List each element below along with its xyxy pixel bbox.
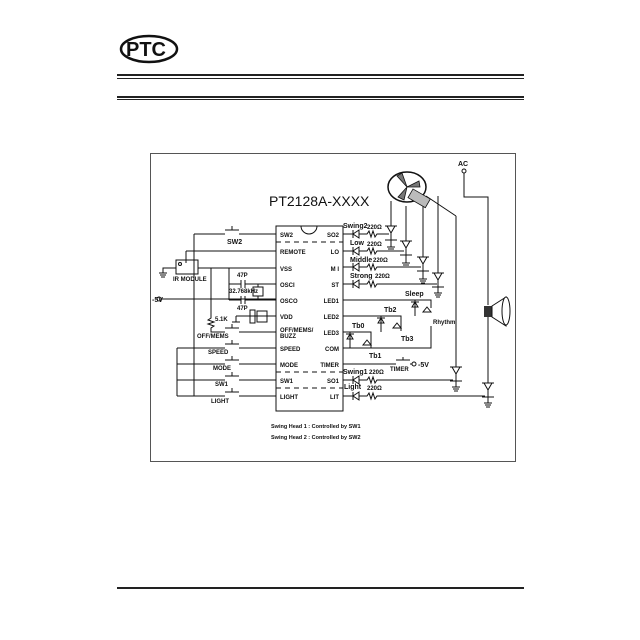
- label-rhythm: Rhythm: [433, 320, 455, 326]
- label-light-out: Light: [344, 384, 362, 391]
- header-rule: [117, 78, 524, 79]
- label-timer-neg5v: -5V: [418, 362, 429, 369]
- pin-buzz: BUZZ: [280, 334, 296, 340]
- pin-light: LIGHT: [280, 395, 298, 401]
- pin-osco: OSCO: [280, 299, 298, 305]
- pin-mode: MODE: [280, 363, 298, 369]
- ptc-logo: PTC: [118, 33, 180, 70]
- chip-title: PT2128A-XXXX: [269, 193, 370, 209]
- label-tb0: Tb0: [352, 323, 365, 330]
- label-resistor: 5.1K: [215, 317, 228, 323]
- label-timer: TIMER: [390, 367, 409, 373]
- circuit-diagram: PT2128A-XXXX SW2 REMOTE VSS OSCI OSCO VD…: [150, 153, 516, 462]
- right-wiring: [343, 173, 494, 408]
- label-cap2: 47P: [237, 306, 248, 312]
- left-wiring: [159, 226, 276, 397]
- label-ir-module: IR MODULE: [173, 277, 207, 283]
- label-crystal: 32.768kHz: [229, 289, 258, 295]
- pin-led2: LED2: [324, 315, 340, 321]
- pin-lit: LIT: [330, 395, 339, 401]
- pin-remote: REMOTE: [280, 250, 306, 256]
- pin-vss: VSS: [280, 267, 292, 273]
- label-r220: 220Ω: [367, 225, 382, 231]
- label-r220: 220Ω: [373, 258, 388, 264]
- label-r220: 220Ω: [367, 242, 382, 248]
- ic-chip: [275, 225, 344, 412]
- label-r220: 220Ω: [367, 386, 382, 392]
- label-ac: AC: [458, 161, 468, 168]
- fan-motor-icon: [387, 171, 431, 209]
- pin-sw2: SW2: [280, 233, 294, 239]
- pin-timer: TIMER: [320, 363, 339, 369]
- pin-led3: LED3: [324, 331, 340, 337]
- pin-so2: SO2: [327, 233, 340, 239]
- label-middle: Middle: [350, 257, 372, 264]
- note-swing-head-2: Swing Head 2 : Controlled by SW2: [271, 435, 361, 441]
- ir-module-led: [178, 262, 182, 266]
- label-cap1: 47P: [237, 273, 248, 279]
- header-rule: [117, 96, 524, 98]
- footer-rule: [117, 587, 524, 589]
- ac-terminal: [461, 168, 467, 174]
- pin-so1: SO1: [327, 379, 340, 385]
- header-rule: [117, 99, 524, 100]
- note-swing-head-1: Swing Head 1 : Controlled by SW1: [271, 424, 361, 430]
- pin-osci: OSCI: [280, 283, 295, 289]
- label-off-mems: OFF/MEMS: [197, 334, 229, 340]
- pin-off-mems: OFF/MEMS/: [280, 328, 314, 334]
- label-speed: SPEED: [208, 350, 229, 356]
- label-neg5v: -5V: [152, 297, 163, 304]
- label-swing2: Swing2: [343, 223, 368, 230]
- label-swing1: Swing1: [343, 369, 368, 376]
- label-tb3: Tb3: [401, 336, 414, 343]
- speaker-icon: [484, 296, 511, 327]
- label-mode: MODE: [213, 366, 231, 372]
- label-tb2: Tb2: [384, 307, 397, 314]
- pin-mi: M I: [331, 267, 340, 273]
- pin-led1: LED1: [324, 299, 340, 305]
- logo-text: PTC: [126, 39, 166, 61]
- label-sw2: SW2: [227, 239, 242, 246]
- pin-st: ST: [331, 283, 339, 289]
- neg5v-terminal: [156, 296, 162, 302]
- label-low: Low: [350, 240, 365, 247]
- pin-lo: LO: [331, 250, 340, 256]
- pin-com: COM: [325, 347, 339, 353]
- pin-sw1: SW1: [280, 379, 294, 385]
- label-light: LIGHT: [211, 399, 229, 405]
- label-tb1: Tb1: [369, 353, 382, 360]
- pin-vdd: VDD: [280, 315, 293, 321]
- label-r220: 220Ω: [369, 370, 384, 376]
- timer-neg5v-terminal: [411, 361, 417, 367]
- header-rule: [117, 74, 524, 76]
- label-sleep: Sleep: [405, 291, 424, 298]
- label-strong: Strong: [350, 273, 373, 280]
- label-r220: 220Ω: [375, 274, 390, 280]
- label-sw1: SW1: [215, 382, 229, 388]
- pin-speed: SPEED: [280, 347, 301, 353]
